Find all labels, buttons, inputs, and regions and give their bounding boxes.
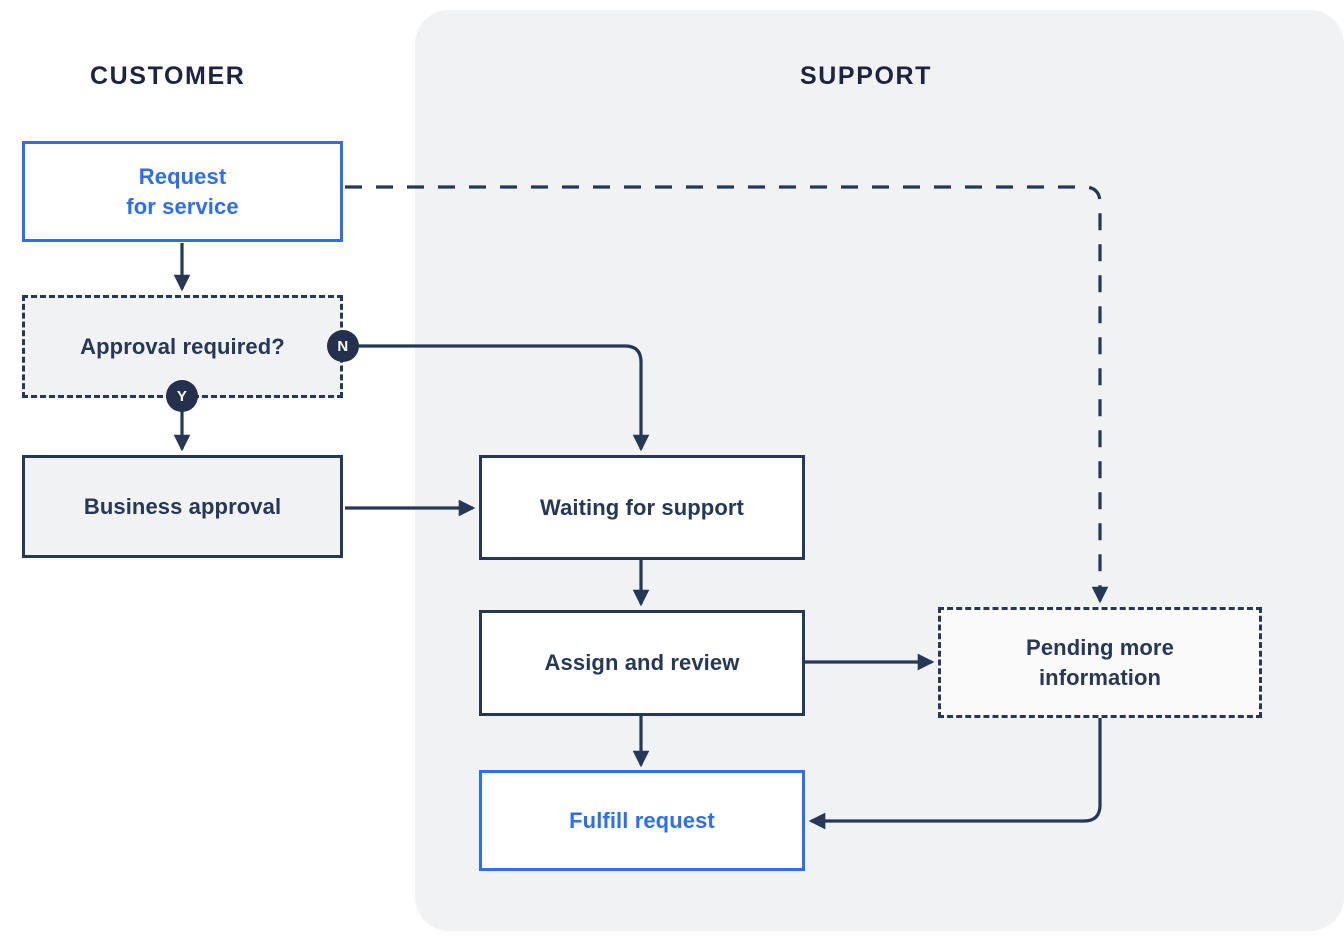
node-waiting-for-support[interactable]: Waiting for support: [479, 455, 805, 560]
decision-badge-yes-label: Y: [176, 387, 188, 405]
node-request-for-service-line2: for service: [126, 193, 239, 219]
decision-badge-no-label: N: [337, 337, 349, 355]
swimlane-label-support: SUPPORT: [800, 62, 933, 90]
node-approval-required-label: Approval required?: [80, 333, 285, 359]
node-request-for-service[interactable]: Request for service: [22, 141, 343, 242]
node-pending-more-information-line2: information: [1038, 664, 1162, 690]
node-fulfill-request[interactable]: Fulfill request: [479, 770, 805, 871]
node-business-approval-label: Business approval: [83, 493, 282, 519]
decision-badge-no[interactable]: N: [327, 330, 359, 362]
swimlane-label-customer: CUSTOMER: [90, 62, 246, 90]
node-fulfill-request-label: Fulfill request: [569, 807, 715, 833]
node-pending-more-information-line1: Pending more: [1026, 635, 1174, 661]
node-assign-and-review-label: Assign and review: [544, 650, 740, 676]
node-waiting-for-support-label: Waiting for support: [540, 494, 744, 520]
node-business-approval[interactable]: Business approval: [22, 455, 343, 558]
node-pending-more-information[interactable]: Pending more information: [938, 607, 1262, 718]
decision-badge-yes[interactable]: Y: [166, 380, 198, 412]
node-request-for-service-line1: Request: [138, 164, 227, 190]
node-assign-and-review[interactable]: Assign and review: [479, 610, 805, 716]
